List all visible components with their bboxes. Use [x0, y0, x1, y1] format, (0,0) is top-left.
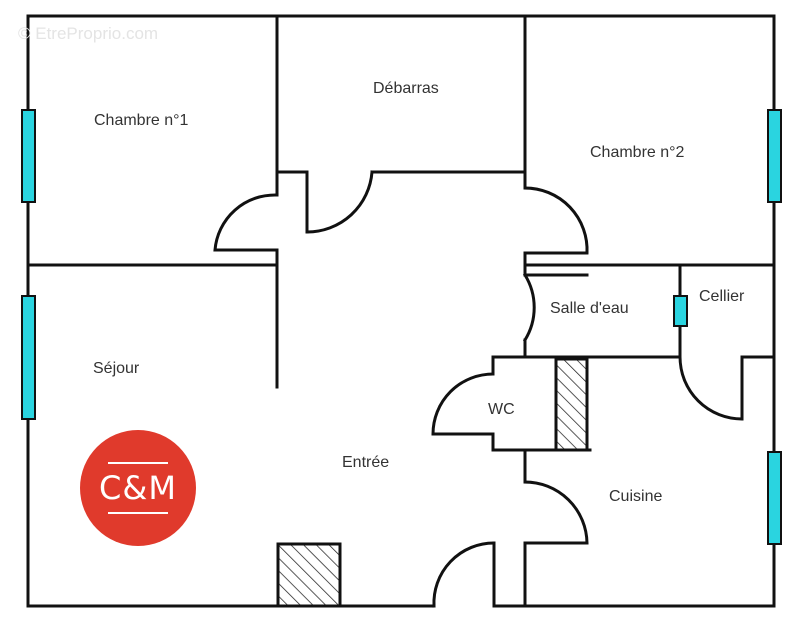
windows [21, 109, 782, 545]
room-label-entree: Entrée [342, 454, 390, 471]
logo-text: C&M [99, 469, 177, 507]
watermark: © EtreProprio.com [18, 24, 159, 43]
room-label-debarras: Débarras [373, 80, 439, 97]
room-label-wc: WC [488, 401, 515, 418]
ducts [276, 357, 589, 608]
logo-line-top [108, 462, 168, 464]
room-label-chambre1: Chambre n°1 [94, 112, 189, 129]
room-label-chambre2: Chambre n°2 [590, 144, 685, 161]
agency-logo: C&M [80, 430, 196, 546]
room-label-cellier: Cellier [699, 288, 745, 305]
room-label-sejour: Séjour [93, 360, 140, 377]
room-label-cuisine: Cuisine [609, 488, 663, 505]
logo-line-bottom [108, 512, 168, 514]
room-label-salle-eau: Salle d'eau [550, 300, 629, 317]
